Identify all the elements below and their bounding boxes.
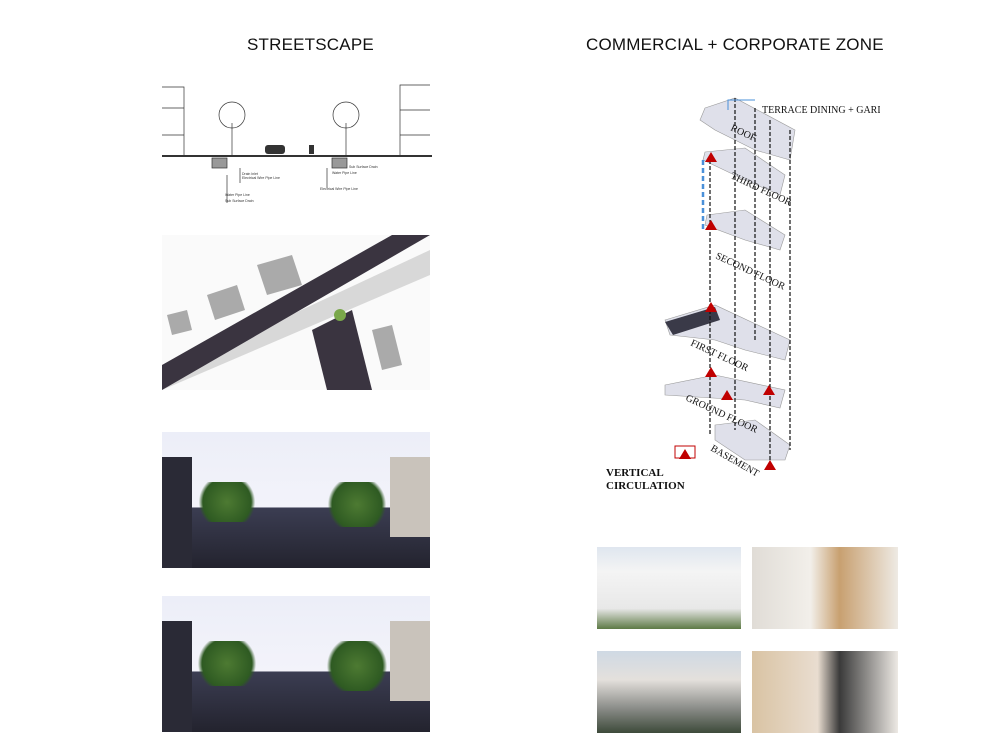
street-render-1 <box>162 432 430 568</box>
roof-slab <box>699 97 796 161</box>
building-exterior-render <box>597 547 741 629</box>
street-render-2 <box>162 596 430 732</box>
basement-slab <box>714 419 791 461</box>
office-interior-render <box>752 547 898 629</box>
floor-label-second: SECOND FLOOR <box>714 251 787 293</box>
legend-label: VERTICAL CIRCULATION <box>606 467 685 492</box>
conference-room-render <box>752 651 898 733</box>
section-label: Electrical Wire Pipe Line <box>320 187 358 191</box>
exploded-floor-diagram: TERRACE DINING + GARDEN ROOF THIRD FLOOR… <box>664 97 880 480</box>
section-label: Drain Inlet <box>242 172 258 176</box>
legend-triangle-icon <box>679 449 691 459</box>
section-label: Sub Surface Drain <box>349 165 378 169</box>
section-label: Sub Surface Drain <box>225 199 254 203</box>
terrace-label: TERRACE DINING + GARDEN <box>762 105 880 116</box>
first-floor-slab <box>664 304 791 361</box>
section-label: Water Pipe Line <box>225 193 250 197</box>
vertical-circulation-markers <box>705 152 776 470</box>
second-floor-slab <box>704 209 786 251</box>
street-section-drawing: Drain Inlet Electrical Wire Pipe Line Wa… <box>162 84 432 203</box>
commercial-zone-title: COMMERCIAL + CORPORATE ZONE <box>586 35 884 54</box>
section-label: Water Pipe Line <box>332 171 357 175</box>
aerial-exterior-render <box>597 651 741 733</box>
street-plan-render <box>162 235 430 390</box>
section-label: Electrical Wire Pipe Line <box>242 176 280 180</box>
streetscape-title: STREETSCAPE <box>247 35 374 54</box>
